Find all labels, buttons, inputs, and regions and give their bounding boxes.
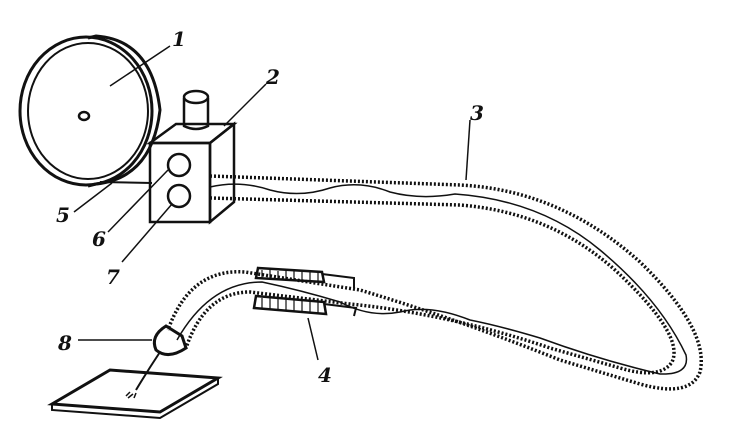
- label-8: 8: [57, 331, 72, 355]
- label-4: 4: [318, 363, 332, 387]
- label-5: 5: [56, 203, 70, 227]
- label-2: 2: [265, 65, 280, 89]
- workpiece-plate: [47, 368, 223, 414]
- lower-feed-roller: [166, 183, 192, 209]
- upper-feed-roller: [166, 152, 192, 178]
- welding-wire: [99, 181, 153, 184]
- welding-torch-nozzle: [125, 324, 188, 399]
- wire-spool: [18, 34, 162, 188]
- flexible-conduit-hose: [166, 174, 703, 391]
- leader-lines: [73, 45, 471, 361]
- connector-sleeve: [252, 266, 358, 317]
- label-1: 1: [172, 27, 186, 51]
- label-6: 6: [92, 227, 106, 251]
- label-7: 7: [106, 265, 120, 289]
- label-3: 3: [470, 101, 484, 125]
- feed-mechanism-block: [146, 89, 238, 225]
- spool-hub: [77, 110, 91, 122]
